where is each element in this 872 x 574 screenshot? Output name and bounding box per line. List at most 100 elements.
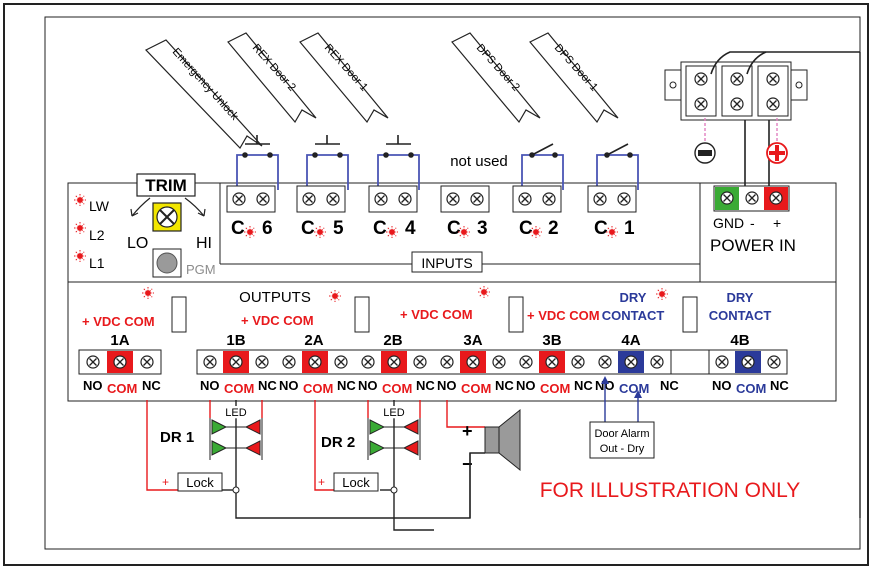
sounder: + −	[462, 408, 521, 474]
nc-4a: NC	[660, 378, 679, 393]
illustration-notice: FOR ILLUSTRATION ONLY	[540, 479, 801, 502]
contact-label-4a: CONTACT	[602, 308, 665, 323]
input-c-1: C	[594, 218, 608, 239]
group-3a: 3A	[463, 332, 482, 349]
input-num-3: 3	[477, 218, 488, 239]
nc-1b: NC	[258, 378, 277, 393]
nc-2a: NC	[337, 378, 356, 393]
trim-lo-label: LO	[127, 235, 148, 252]
vdc-com-labels: + VDC COM + VDC COM + VDC COM + VDC COM	[82, 307, 600, 329]
input-num-4: 4	[405, 218, 416, 239]
output-group-labels: 1A 1B 2A 2B 3A 3B 4A 4B	[110, 332, 749, 349]
led-group-dr1: LED DR 1	[160, 406, 263, 460]
relay-outlines	[171, 296, 698, 333]
power-barrier-strip	[664, 61, 808, 121]
not-used-label: not used	[450, 153, 508, 170]
com-4a: COM	[619, 381, 649, 396]
input-num-5: 5	[333, 218, 344, 239]
lock-dr2: Lock +	[318, 472, 398, 494]
led-l1-label: L1	[89, 255, 105, 271]
trim-hi-label: HI	[196, 235, 212, 252]
group-1b: 1B	[226, 332, 245, 349]
lock-dr1-plus: +	[162, 475, 169, 489]
nc-3b: NC	[574, 378, 593, 393]
power-in-terminal	[713, 185, 790, 212]
group-3b: 3B	[542, 332, 561, 349]
com-2a: COM	[303, 381, 333, 396]
lock-dr1: Lock +	[162, 472, 240, 494]
trim-box	[136, 173, 196, 197]
input-c-3: C	[447, 218, 461, 239]
led-l2-label: L2	[89, 227, 105, 243]
group-2a: 2A	[304, 332, 323, 349]
no-2a: NO	[279, 378, 299, 393]
lock-dr1-label: Lock	[186, 475, 214, 490]
vdc-com-3: + VDC COM	[400, 307, 473, 322]
com-1a: COM	[107, 381, 137, 396]
led-label-1: LED	[225, 407, 246, 419]
output-terminals	[78, 349, 788, 375]
dry-label-4a: DRY	[620, 290, 647, 305]
input-num-4b: 2	[548, 218, 559, 239]
power-in-title: POWER IN	[710, 236, 796, 255]
com-2b: COM	[382, 381, 412, 396]
vdc-com-1: + VDC COM	[82, 314, 155, 329]
led-group-dr2: LED DR 2	[321, 406, 421, 460]
no-4b: NO	[712, 378, 732, 393]
input-wiring	[236, 154, 639, 190]
pgm-button[interactable]	[156, 252, 178, 274]
nc-4b: NC	[770, 378, 789, 393]
input-num-6: 6	[262, 218, 273, 239]
input-c-6: C	[231, 218, 245, 239]
dr2-label: DR 2	[321, 434, 355, 451]
led-label-2: LED	[383, 407, 404, 419]
group-4b: 4B	[730, 332, 749, 349]
sounder-minus: −	[462, 454, 473, 474]
input-c-2: C	[519, 218, 533, 239]
door-alarm: Door Alarm Out - Dry	[589, 376, 655, 459]
dr1-label: DR 1	[160, 429, 194, 446]
com-3b: COM	[540, 381, 570, 396]
nc-1a: NC	[142, 378, 161, 393]
inputs-label-box	[411, 251, 483, 273]
nc-2b: NC	[416, 378, 435, 393]
door-alarm-line2: Out - Dry	[600, 443, 645, 455]
no-1a: NO	[83, 378, 103, 393]
input-c-5: C	[301, 218, 315, 239]
power-gnd-label: GND	[713, 215, 744, 231]
no-2b: NO	[358, 378, 378, 393]
inputs-title: INPUTS	[421, 255, 472, 271]
switch-symbols	[242, 135, 633, 158]
input-c-4: C	[373, 218, 387, 239]
power-minus-label: -	[750, 215, 755, 231]
com-4b: COM	[736, 381, 766, 396]
trim-title: TRIM	[145, 176, 187, 195]
group-4a: 4A	[621, 332, 640, 349]
lock-dr2-plus: +	[318, 475, 325, 489]
contact-label-4b: CONTACT	[709, 308, 772, 323]
com-1b: COM	[224, 381, 254, 396]
group-1a: 1A	[110, 332, 129, 349]
door-alarm-line1: Door Alarm	[594, 428, 649, 440]
outputs-title: OUTPUTS	[239, 289, 311, 306]
input-num-1: 1	[624, 218, 635, 239]
no-3a: NO	[437, 378, 457, 393]
lock-dr2-label: Lock	[342, 475, 370, 490]
group-2b: 2B	[383, 332, 402, 349]
vdc-com-2: + VDC COM	[241, 313, 314, 328]
led-lw-label: LW	[89, 198, 110, 214]
input-terminals	[226, 185, 637, 213]
nc-3a: NC	[495, 378, 514, 393]
no-3b: NO	[516, 378, 536, 393]
sounder-plus: +	[462, 421, 473, 441]
dry-label-4b: DRY	[727, 290, 754, 305]
output-wiring	[146, 52, 861, 531]
power-plus-label: +	[773, 215, 781, 231]
com-3a: COM	[461, 381, 491, 396]
pgm-label: PGM	[186, 262, 216, 277]
dry-contact-labels: DRY CONTACT DRY CONTACT	[602, 290, 772, 323]
no-com-nc-labels: NO COM NO NC NO COM NC NO COM NC NO COM …	[83, 378, 789, 396]
